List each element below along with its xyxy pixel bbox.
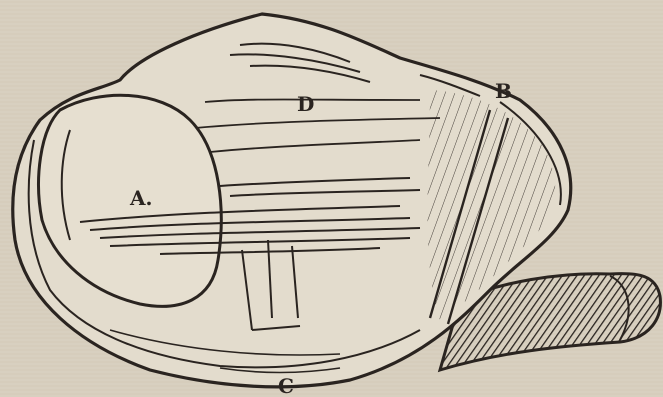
label-b: B — [495, 79, 512, 103]
label-c: C — [278, 374, 294, 397]
label-a: A. — [129, 186, 152, 210]
label-d: D — [297, 92, 314, 116]
